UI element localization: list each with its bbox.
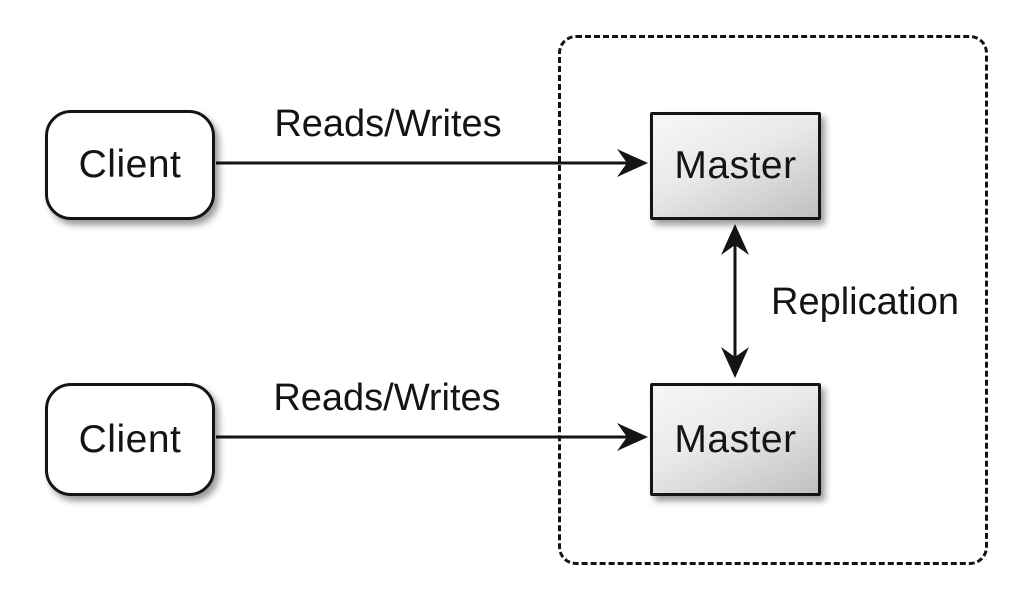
node-master-bottom-label: Master (674, 417, 797, 461)
edge-label-replication: Replication (771, 281, 959, 323)
node-master-top: Master (650, 112, 821, 220)
node-client-top-label: Client (78, 143, 182, 186)
replication-boundary-box (558, 35, 988, 565)
edge-label-reads-writes-top: Reads/Writes (274, 103, 502, 145)
node-master-bottom: Master (650, 383, 821, 496)
node-client-bottom: Client (45, 383, 215, 496)
node-client-bottom-label: Client (78, 417, 182, 461)
node-master-top-label: Master (674, 144, 797, 187)
edge-label-reads-writes-bottom: Reads/Writes (273, 377, 501, 419)
node-client-top: Client (45, 110, 215, 220)
